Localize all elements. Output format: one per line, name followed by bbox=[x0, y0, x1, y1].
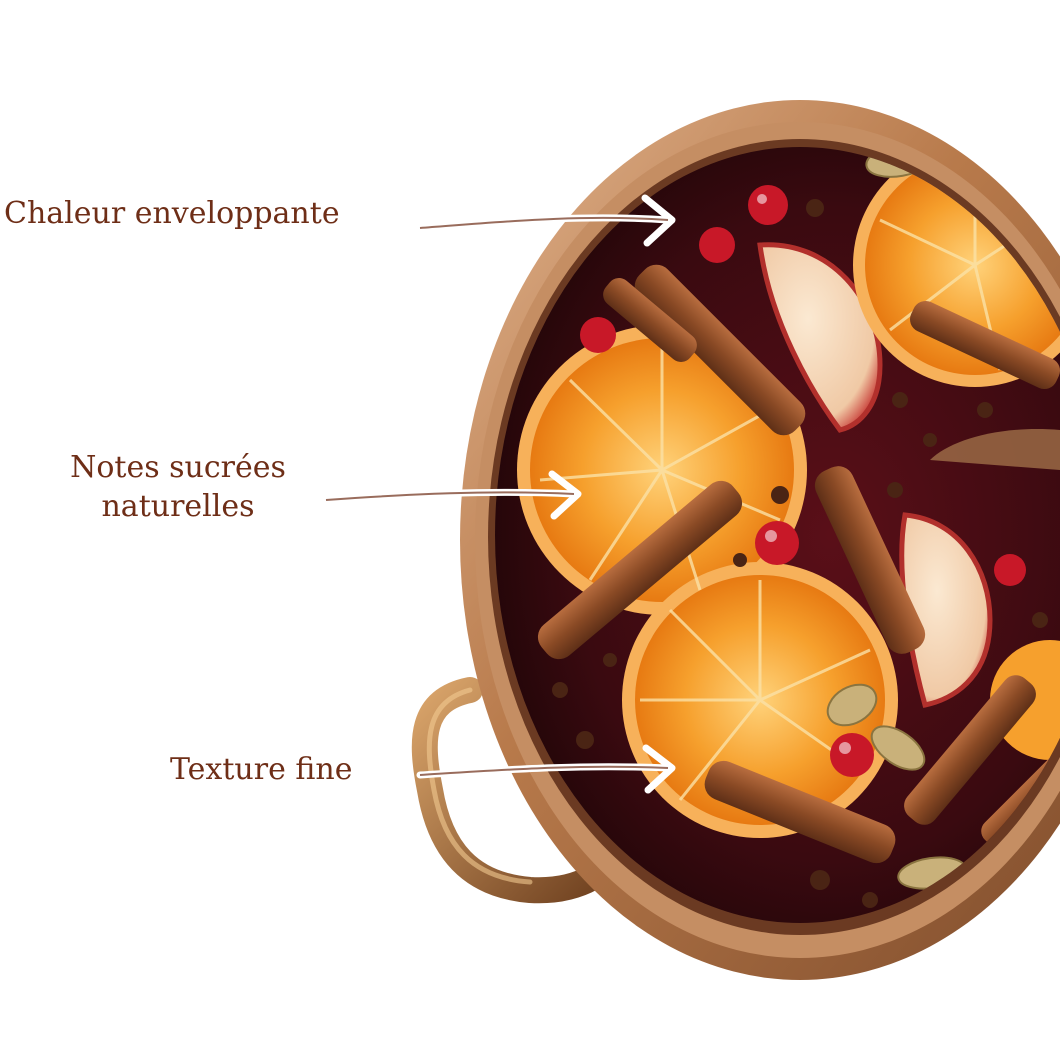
arrow-icon bbox=[325, 491, 575, 501]
pot-contents bbox=[517, 147, 1060, 908]
wooden-spoon bbox=[930, 429, 1060, 470]
arrow-icon bbox=[419, 216, 669, 229]
annotation-label: Chaleur enveloppante bbox=[4, 196, 340, 231]
clove-spice bbox=[552, 199, 1048, 908]
arrow-icon bbox=[419, 765, 669, 776]
annotation-label: Notes sucrées naturelles bbox=[70, 450, 286, 524]
annotation-label: Texture fine bbox=[170, 752, 353, 787]
cranberry bbox=[580, 185, 1026, 777]
